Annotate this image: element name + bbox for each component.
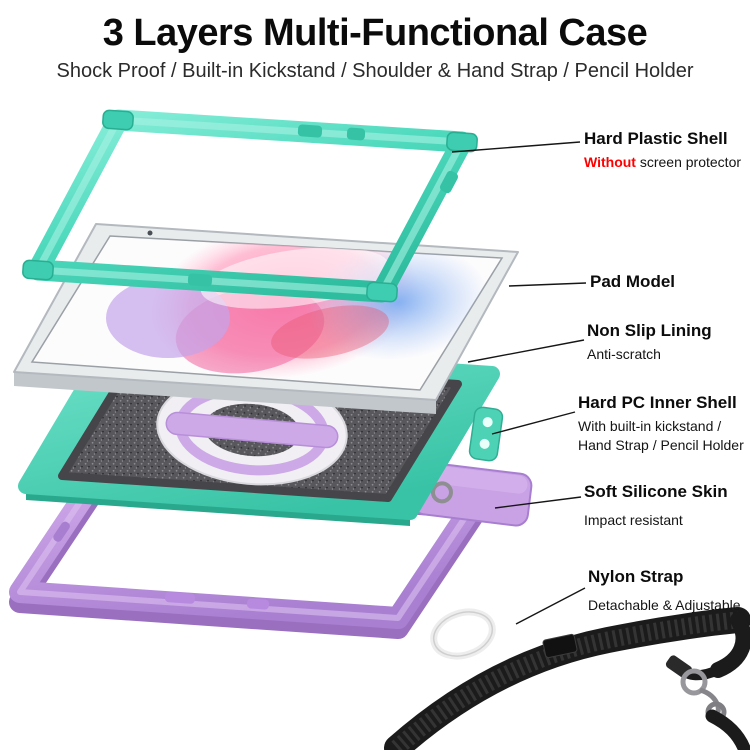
leader-lines (451, 141, 587, 625)
callout-title: Soft Silicone Skin (584, 482, 728, 501)
nylon-strap-part (384, 607, 750, 750)
callout-sub: Anti-scratch (587, 346, 661, 362)
leader-line-non-slip-lining (467, 339, 585, 363)
leader-line-hard-pc-inner-shell (491, 411, 576, 435)
kickstand-corner-piece (411, 461, 533, 527)
callout-non-slip-lining: Non Slip Lining Anti-scratch (587, 321, 712, 364)
callout-soft-silicone-skin: Soft Silicone Skin Impact resistant (584, 482, 728, 530)
callout-sub: Impact resistant (584, 512, 683, 528)
hand-strap-bar (165, 411, 339, 449)
hard-plastic-shell-part (22, 109, 478, 303)
leader-line-hard-plastic-shell (451, 141, 581, 153)
leader-line-nylon-strap (515, 587, 586, 625)
pad-model-part (13, 223, 519, 414)
callout-title: Hard PC Inner Shell (578, 393, 737, 412)
page-title: 3 Layers Multi-Functional Case (102, 12, 648, 54)
strap-cord-loop (430, 608, 496, 660)
callout-sub: Detachable & Adjustable (588, 597, 741, 613)
callout-sub: Without screen protector (584, 153, 741, 172)
callout-sub: With built-in kickstand / Hand Strap / P… (578, 418, 744, 453)
strap-adjuster-buckle (542, 633, 578, 659)
callout-title: Hard Plastic Shell (584, 129, 728, 148)
callout-title: Nylon Strap (588, 567, 684, 586)
callout-hard-pc-inner-shell: Hard PC Inner Shell With built-in kickst… (578, 393, 750, 455)
callout-title: Pad Model (590, 272, 676, 291)
sub-text: screen protector (639, 154, 742, 170)
rotating-ring-plate (156, 374, 348, 486)
callout-nylon-strap: Nylon Strap Detachable & Adjustable (588, 567, 741, 615)
pencil-holder-part (468, 406, 504, 462)
strap-metal-hook (680, 668, 708, 696)
callout-title: Non Slip Lining (587, 321, 712, 340)
leader-line-soft-silicone-skin (494, 496, 582, 509)
camera-dot (147, 230, 153, 236)
callout-pad-model: Pad Model (590, 272, 675, 292)
leader-line-pad-model (508, 282, 587, 287)
highlight-word: Without (584, 154, 636, 170)
page-subtitle: Shock Proof / Built-in Kickstand / Shoul… (56, 60, 694, 82)
callout-hard-plastic-shell: Hard Plastic Shell Without screen protec… (584, 129, 741, 172)
